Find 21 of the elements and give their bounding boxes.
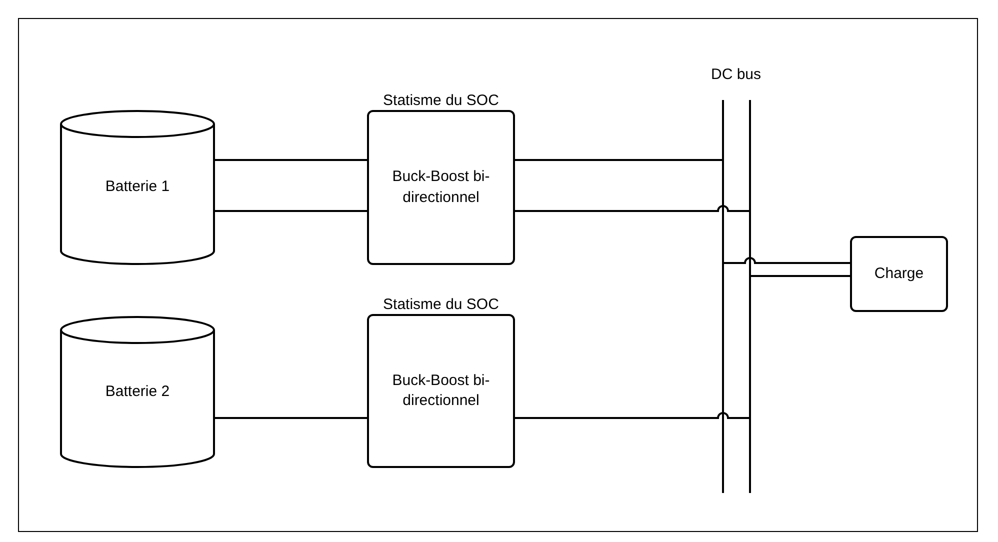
battery-cylinder [60, 110, 215, 265]
block-heading: Statisme du SOC [382, 91, 500, 111]
wire [215, 159, 367, 161]
wire [515, 159, 722, 161]
battery-label: Batterie 2 [105, 382, 170, 402]
battery-label: Batterie 1 [105, 177, 170, 198]
wire [751, 275, 850, 277]
bus-line [722, 100, 724, 493]
battery-cylinder [60, 316, 215, 468]
bus-label: DC bus [710, 65, 762, 85]
block-label: Buck-Boost bi-directionnel [391, 370, 491, 411]
converter-box [850, 236, 948, 312]
wire [724, 257, 850, 264]
wire [215, 210, 367, 212]
wire [515, 412, 749, 419]
block-label: Charge [873, 264, 925, 284]
wire [215, 417, 367, 419]
block-heading: Statisme du SOC [382, 295, 500, 315]
block-label: Buck-Boost bi-directionnel [391, 167, 491, 208]
wire [515, 205, 749, 212]
bus-line [749, 100, 751, 493]
